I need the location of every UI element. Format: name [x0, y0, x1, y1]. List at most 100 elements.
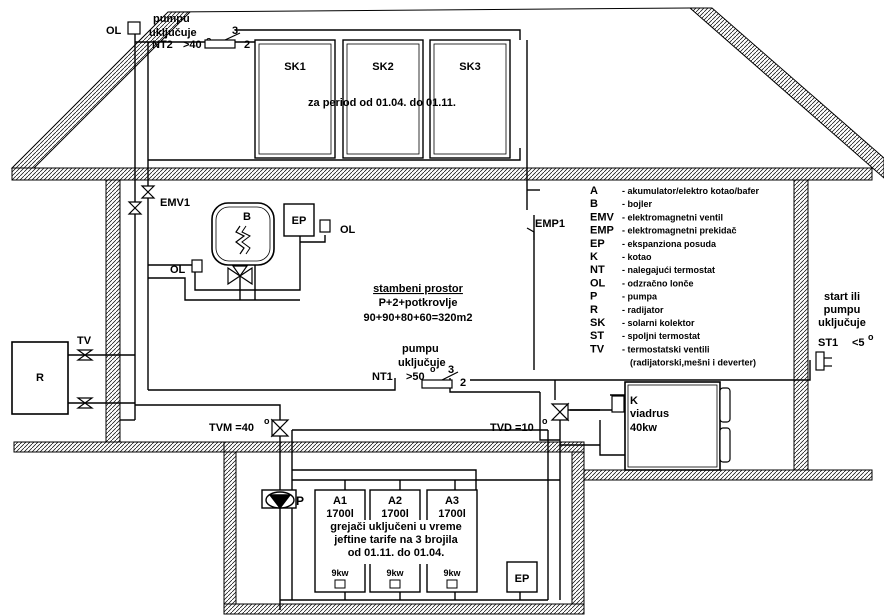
- nt1-contact-3: 3: [448, 364, 454, 376]
- pump: [261, 489, 297, 510]
- air-vent-roof-label: OL: [106, 25, 122, 37]
- boiler-label: B: [243, 211, 251, 223]
- legend-description: - bojler: [622, 199, 652, 209]
- tank-a2-name: A2: [388, 495, 402, 507]
- pump-label: P: [296, 494, 304, 508]
- legend-description: - spoljni termostat: [622, 331, 700, 341]
- radiator-valves: [76, 349, 94, 409]
- boiler-k-power: 40kw: [630, 422, 657, 434]
- room-area: 90+90+80+60=320m2: [364, 312, 473, 324]
- legend-key: R: [590, 304, 598, 316]
- nt1-thermostat: [421, 379, 453, 389]
- basement-left-wall: [223, 451, 237, 611]
- radiator: [11, 341, 69, 415]
- upper-slab: [11, 167, 873, 181]
- tank-a3-volume: 1700l: [438, 508, 466, 520]
- boiler-k: [624, 381, 721, 471]
- legend-description: - akumulator/elektro kotao/bafer: [622, 186, 760, 196]
- expansion-vessel-lower: [506, 561, 538, 593]
- st1-start-text-1: start ili: [824, 291, 860, 303]
- air-vent-right: [319, 219, 331, 233]
- nt1-pump-text-1: pumpu: [402, 343, 439, 355]
- st1-label: ST1: [818, 337, 838, 349]
- st1-start-text-3: uključuje: [818, 317, 866, 329]
- legend-key: EP: [590, 238, 605, 250]
- tank-a1-power: 9kw: [331, 568, 349, 578]
- legend-key: ST: [590, 330, 604, 342]
- nt2-contact-3: 3: [232, 25, 238, 37]
- tank-a1-name: A1: [333, 495, 347, 507]
- room-title: stambeni prostor: [373, 283, 464, 295]
- legend-description: - kotao: [622, 252, 652, 262]
- collector-sk3-label: SK3: [459, 61, 480, 73]
- st1-start-text-2: pumpu: [824, 304, 861, 316]
- collector-sk1-label: SK1: [284, 61, 305, 73]
- nt1-temp: >50: [406, 371, 425, 383]
- nt2-temp: >40: [183, 39, 202, 51]
- tvm-label: TVM =40: [209, 422, 254, 434]
- legend-key: TV: [590, 343, 605, 355]
- nt1-contact-2: 2: [460, 377, 466, 389]
- legend-key: P: [590, 291, 597, 303]
- legend-description: - elektromagnetni prekidač: [622, 226, 737, 236]
- tvm-unit: o: [264, 416, 270, 426]
- boiler-room-floor: [583, 469, 873, 481]
- legend-key: OL: [590, 277, 606, 289]
- legend-key: SK: [590, 317, 605, 329]
- nt2-thermostat: [204, 39, 236, 49]
- right-wall: [793, 179, 809, 471]
- tank-a3-name: A3: [445, 495, 459, 507]
- tank-a3-power: 9kw: [443, 568, 461, 578]
- legend-key: EMV: [590, 211, 615, 223]
- nt1-label: NT1: [372, 371, 393, 383]
- tank-a2-power: 9kw: [386, 568, 404, 578]
- tvd-unit: o: [542, 416, 548, 426]
- air-vent-right-label: OL: [340, 224, 356, 236]
- legend-key: B: [590, 198, 598, 210]
- solar-collectors: [254, 39, 511, 159]
- legend-description: - radijator: [622, 305, 664, 315]
- legend-description: - nalegajući termostat: [622, 265, 715, 275]
- nt1-pump-text-2: uključuje: [398, 357, 446, 369]
- roof-right-slope: [688, 7, 884, 179]
- legend-key: K: [590, 251, 598, 263]
- legend-description: - solarni kolektor: [622, 318, 695, 328]
- radiator-label: R: [36, 372, 44, 384]
- tank-a1-volume: 1700l: [326, 508, 354, 520]
- legend-key: EMP: [590, 225, 614, 237]
- boiler-mix-valve: [227, 265, 253, 286]
- basement-right-wall: [571, 451, 585, 611]
- legend-description: - pumpa: [622, 292, 658, 302]
- emv1-label: EMV1: [160, 197, 190, 209]
- nt2-contact-2: 2: [244, 39, 250, 51]
- collectors-note: za period od 01.04. do 01.11.: [308, 97, 456, 109]
- emp1-switch: [526, 227, 535, 240]
- radiator-tv-label: TV: [77, 335, 92, 347]
- tvm-valve: [270, 418, 290, 438]
- legend-description: - elektromagnetni ventil: [622, 212, 723, 222]
- emp1-label: EMP1: [535, 218, 565, 230]
- basement-floor: [223, 603, 585, 615]
- tank-a2-volume: 1700l: [381, 508, 409, 520]
- lower-slab-left: [13, 441, 225, 453]
- emv1-valve: [127, 185, 156, 215]
- collector-sk2: [342, 39, 424, 159]
- legend-description: - odzračno lonče: [622, 278, 694, 288]
- building-structure: [10, 7, 884, 615]
- heaters-note-1: grejači uključeni u vreme: [330, 521, 461, 533]
- air-vent-left: [191, 259, 203, 273]
- legend-key: A: [590, 185, 598, 197]
- collector-sk2-label: SK2: [372, 61, 393, 73]
- legend-description: - termostatski ventili: [622, 344, 710, 354]
- roof-ridge: [167, 7, 691, 13]
- nt2-pump-text-2: uključuje: [149, 27, 197, 39]
- air-vent-roof: [127, 21, 141, 35]
- heaters-note-3: od 01.11. do 01.04.: [348, 547, 445, 559]
- tvd-valve: [550, 402, 570, 422]
- lower-slab-mid: [223, 441, 585, 453]
- st1-unit: o: [868, 332, 874, 342]
- air-vent-left-label: OL: [170, 264, 186, 276]
- heater-elements: [334, 579, 458, 589]
- st1-temp: <5: [852, 337, 865, 349]
- tvd-label: TVD =10: [490, 422, 534, 434]
